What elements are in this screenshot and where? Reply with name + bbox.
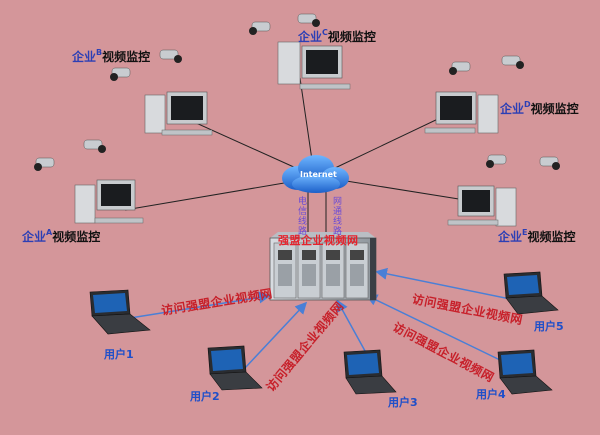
link-enterprise-a <box>124 181 291 211</box>
enterprise-d-camera-icon <box>449 55 524 75</box>
server-rack-icon <box>269 232 377 301</box>
user4-label: 用户4 <box>476 388 506 401</box>
enterprise-e-computer-icon <box>447 185 517 227</box>
telecom-line-label: 电信线路 <box>296 196 306 236</box>
enterprise-b-camera-icon <box>110 49 182 81</box>
user2-laptop-icon <box>207 345 263 391</box>
user1-label: 用户1 <box>104 348 134 361</box>
enterprise-a-computer-icon <box>74 179 144 224</box>
enterprise-c-camera-icon <box>249 13 320 35</box>
link-enterprise-b <box>184 117 297 169</box>
enterprise-b-computer-icon <box>144 91 213 136</box>
enterprise-e-camera-icon <box>486 154 560 170</box>
enterprise-c-computer-icon <box>277 41 351 90</box>
user3-label: 用户3 <box>388 396 418 409</box>
arrow-user4 <box>365 294 501 361</box>
user3-laptop-icon <box>343 349 397 395</box>
link-enterprise-c <box>299 77 313 161</box>
link-enterprise-e <box>339 179 466 201</box>
enterprise-a-label: 企业A视频监控 <box>22 228 101 244</box>
internet-label: Internet <box>300 170 337 179</box>
netcom-line-label: 网通线路 <box>331 196 341 236</box>
enterprise-a-camera-icon <box>34 139 106 171</box>
enterprise-b-label: 企业B视频监控 <box>72 48 151 64</box>
user5-laptop-icon <box>503 271 559 315</box>
enterprise-e-label: 企业E视频监控 <box>498 228 576 244</box>
arrow-user5 <box>375 267 516 301</box>
user2-label: 用户2 <box>190 390 220 403</box>
user4-laptop-icon <box>497 349 553 395</box>
user5-label: 用户5 <box>534 320 564 333</box>
enterprise-d-computer-icon <box>424 91 499 134</box>
user1-laptop-icon <box>89 289 151 335</box>
arrow-user2 <box>244 301 308 369</box>
enterprise-d-label: 企业D视频监控 <box>500 100 579 116</box>
arrow-user1 <box>129 291 271 319</box>
link-enterprise-d <box>334 117 441 169</box>
internet-cloud-icon <box>282 155 349 193</box>
enterprise-c-label: 企业C视频监控 <box>298 28 376 44</box>
arrow-user3 <box>336 299 371 361</box>
server-title: 强盟企业视频网 <box>278 234 359 247</box>
